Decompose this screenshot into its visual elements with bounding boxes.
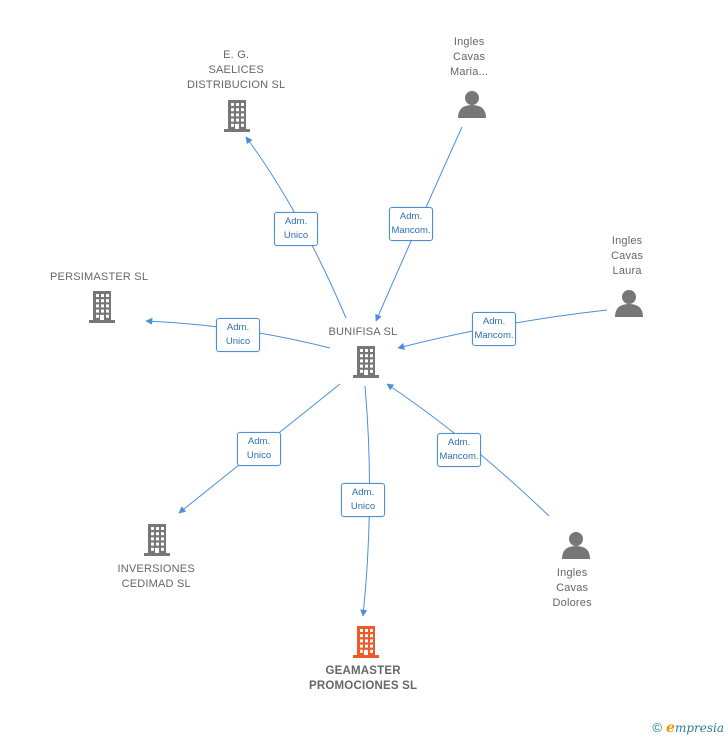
- node-label-line: Cavas: [453, 51, 486, 63]
- node-label-line: E. G.: [223, 49, 250, 61]
- edge-role-text: Adm.: [399, 211, 423, 222]
- edge-role-text: Adm.: [482, 316, 506, 327]
- node-label-bunifisa[interactable]: BUNIFISA SL: [329, 325, 398, 340]
- node-label-line: PROMOCIONES SL: [309, 680, 418, 692]
- edge-role-badge[interactable]: Adm. Unico: [274, 212, 318, 246]
- node-label-line: Laura: [612, 265, 642, 277]
- edge-role-text: Unico: [225, 336, 251, 347]
- building-icon[interactable]: [89, 291, 115, 323]
- edge-role-text: Mancom.: [391, 225, 431, 236]
- node-label-inversiones[interactable]: INVERSIONES CEDIMAD SL: [118, 562, 195, 592]
- node-label-line: INVERSIONES: [117, 563, 195, 575]
- node-label-line: CEDIMAD SL: [121, 578, 191, 590]
- edge-role-text: Adm.: [351, 487, 375, 498]
- node-label-persimaster[interactable]: PERSIMASTER SL: [50, 270, 148, 285]
- edge-role-badge[interactable]: Adm. Unico: [341, 483, 385, 517]
- node-label-line: Maria...: [450, 66, 489, 78]
- node-label-line: Cavas: [556, 582, 589, 594]
- node-label-line: Cavas: [611, 250, 644, 262]
- person-icon[interactable]: [615, 290, 643, 317]
- node-label-line: Dolores: [552, 597, 592, 609]
- building-icon[interactable]: [224, 100, 250, 132]
- empresia-footer[interactable]: ©empresia: [652, 720, 724, 736]
- empresia-logo-text: mpresia: [674, 721, 724, 735]
- edge-role-badge[interactable]: Adm. Unico: [216, 318, 260, 352]
- node-label-line: Ingles: [611, 235, 643, 247]
- person-icon[interactable]: [458, 91, 486, 118]
- node-label-eg-saelices[interactable]: E. G. SAELICES DISTRIBUCION SL: [187, 48, 285, 93]
- node-label-line: Ingles: [556, 567, 588, 579]
- building-icon[interactable]: [144, 524, 170, 556]
- edge-role-text: Unico: [283, 230, 309, 241]
- edge-role-badge[interactable]: Adm. Mancom.: [472, 312, 516, 346]
- node-label-line: Ingles: [453, 36, 485, 48]
- edge-role-text: Mancom.: [439, 451, 479, 462]
- node-label-line: BUNIFISA SL: [328, 326, 398, 338]
- edge-role-text: Unico: [350, 501, 376, 512]
- node-label-line: GEAMASTER: [325, 665, 401, 677]
- person-icon[interactable]: [562, 532, 590, 559]
- empresia-logo-initial: e: [666, 720, 675, 736]
- building-icon[interactable]: [353, 346, 379, 378]
- edge-role-text: Adm.: [284, 216, 308, 227]
- node-label-line: SAELICES: [208, 64, 264, 76]
- edge-role-text: Adm.: [226, 322, 250, 333]
- node-label-geamaster[interactable]: GEAMASTER PROMOCIONES SL: [309, 664, 417, 694]
- edge-role-badge[interactable]: Adm. Mancom.: [437, 433, 481, 467]
- node-label-line: PERSIMASTER SL: [50, 271, 149, 283]
- edge-role-text: Mancom.: [474, 330, 514, 341]
- edge-role-badge[interactable]: Adm. Mancom.: [389, 207, 433, 241]
- building-icon[interactable]: [353, 626, 379, 658]
- edge-role-badge[interactable]: Adm. Unico: [237, 432, 281, 466]
- copyright-symbol: ©: [652, 720, 663, 735]
- edge-role-text: Unico: [246, 450, 272, 461]
- node-label-line: DISTRIBUCION SL: [187, 79, 286, 91]
- edge-role-text: Adm.: [247, 436, 271, 447]
- edge-role-text: Adm.: [447, 437, 471, 448]
